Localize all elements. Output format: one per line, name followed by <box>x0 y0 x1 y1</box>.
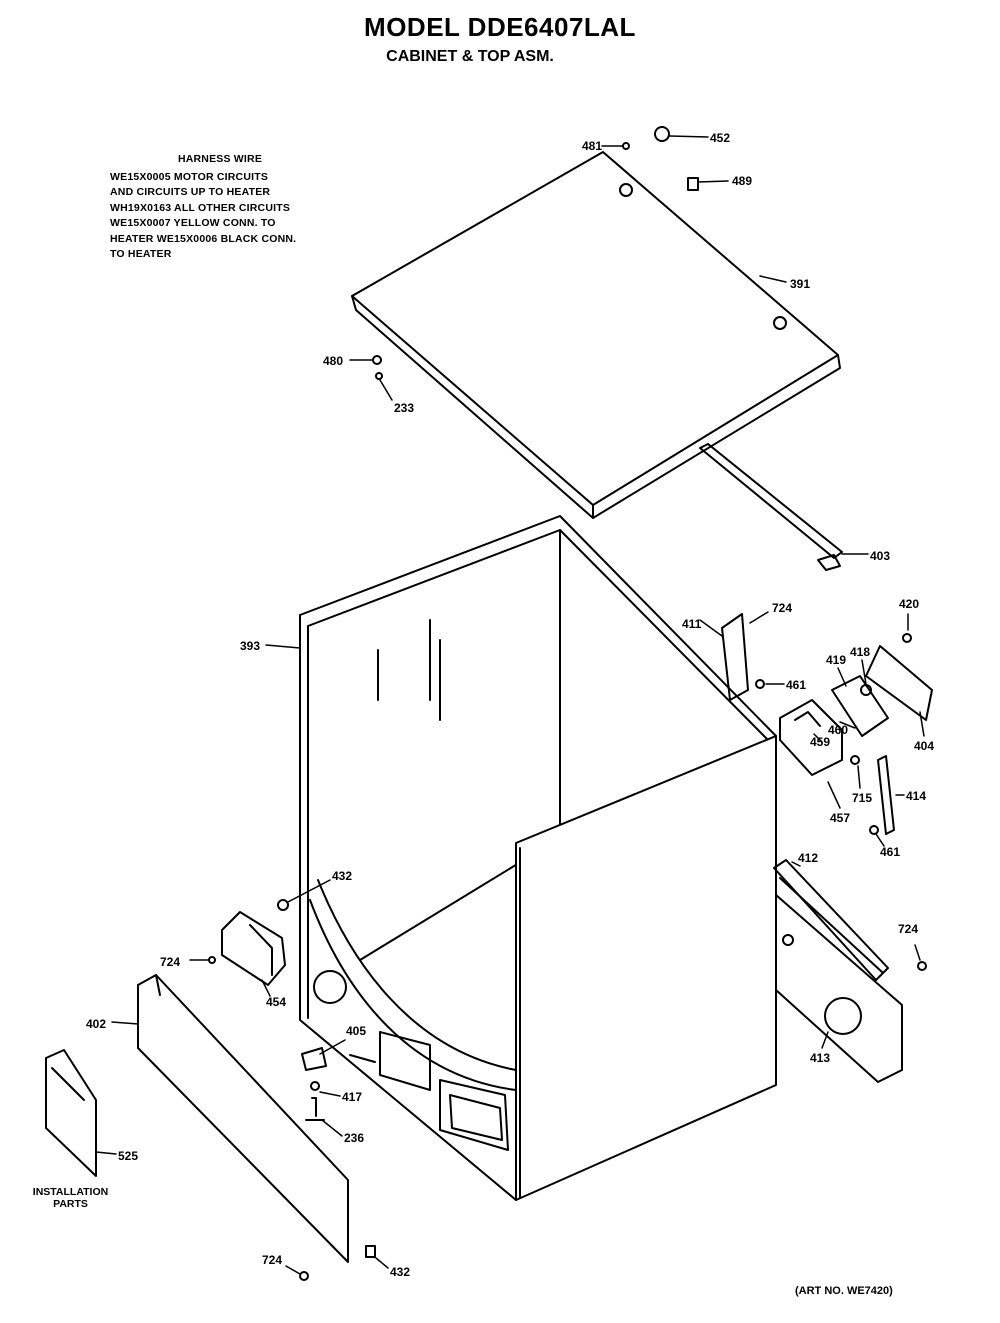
nut-icon <box>365 1245 376 1258</box>
terminal-block <box>779 699 843 776</box>
clip-icon <box>301 1047 327 1071</box>
part-label: 432 <box>332 869 352 883</box>
part-label: 525 <box>118 1149 138 1163</box>
rear-panel <box>775 894 903 1083</box>
part-label: 413 <box>810 1051 830 1065</box>
harness-line: WH19X0163 ALL OTHER CIRCUITS <box>110 201 291 214</box>
installation-parts-label: INSTALLATION PARTS <box>32 1186 109 1210</box>
part-label: 412 <box>798 851 818 865</box>
cover-plate <box>865 645 933 721</box>
page-title: MODEL DDE6407LAL <box>364 12 636 42</box>
terminal-bracket <box>831 675 889 737</box>
part-label: 724 <box>898 922 918 936</box>
screw-icon <box>375 372 383 380</box>
harness-line: WE15X0005 MOTOR CIRCUITS <box>110 170 269 183</box>
part-label: 454 <box>266 995 286 1009</box>
harness-wire-note: HARNESS WIRE WE15X0005 MOTOR CIRCUITS AN… <box>110 152 330 263</box>
part-label: 391 <box>790 277 810 291</box>
screw-icon <box>850 755 860 765</box>
part-label: 480 <box>323 354 343 368</box>
part-label: 404 <box>914 739 934 753</box>
part-label: 419 <box>826 653 846 667</box>
washer-icon <box>310 1081 320 1091</box>
harness-line: AND CIRCUITS UP TO HEATER <box>110 186 271 198</box>
installation-parts-envelope <box>45 1049 97 1177</box>
rear-cover <box>721 613 749 701</box>
screw-icon <box>917 961 927 971</box>
part-label: 461 <box>880 845 900 859</box>
screw-icon <box>902 633 912 643</box>
part-label: 403 <box>870 549 890 563</box>
harness-line: WE15X0007 YELLOW CONN. TO <box>110 217 276 229</box>
part-label: 459 <box>810 735 830 749</box>
part-label: 420 <box>899 597 919 611</box>
part-label: 724 <box>160 955 180 969</box>
part-label: 457 <box>830 811 850 825</box>
part-label: 418 <box>850 645 870 659</box>
screw-icon <box>208 956 216 964</box>
part-label: 460 <box>828 723 848 737</box>
part-label: 489 <box>732 174 752 188</box>
screw-icon <box>622 142 630 150</box>
strip <box>877 755 895 835</box>
part-label: 414 <box>906 789 926 803</box>
screw-icon <box>869 825 879 835</box>
part-label: 236 <box>344 1131 364 1145</box>
part-label: 233 <box>394 401 414 415</box>
art-number: (ART NO. WE7420) <box>795 1285 893 1297</box>
top-panel <box>351 151 841 519</box>
harness-heading: HARNESS WIRE <box>177 153 263 165</box>
part-label: 724 <box>262 1253 282 1267</box>
part-label: 393 <box>240 639 260 653</box>
screw-icon <box>654 126 670 142</box>
toe-kick-panel <box>137 974 349 1263</box>
screw-icon <box>277 899 289 911</box>
screw-icon <box>299 1271 309 1281</box>
part-label: 724 <box>772 601 792 615</box>
rear-bracket <box>699 443 843 571</box>
harness-line: HEATER WE15X0006 BLACK CONN. <box>110 232 297 245</box>
part-label: 402 <box>86 1017 106 1031</box>
part-label: 405 <box>346 1024 366 1038</box>
rear-brace <box>773 859 889 981</box>
screw-icon <box>372 355 382 365</box>
part-label: 417 <box>342 1090 362 1104</box>
part-label: 452 <box>710 131 730 145</box>
cabinet <box>299 515 777 1201</box>
leveling-leg-icon <box>305 1097 325 1121</box>
harness-line: TO HEATER <box>110 248 172 260</box>
part-label: 461 <box>786 678 806 692</box>
part-label: 432 <box>390 1265 410 1279</box>
cabinet-bracket <box>221 911 286 986</box>
part-label: 715 <box>852 791 872 805</box>
plug-icon <box>687 177 699 191</box>
part-label: 481 <box>582 139 602 153</box>
part-label: 411 <box>682 617 702 631</box>
page-subtitle: CABINET & TOP ASM. <box>386 48 554 65</box>
screw-icon <box>755 679 765 689</box>
